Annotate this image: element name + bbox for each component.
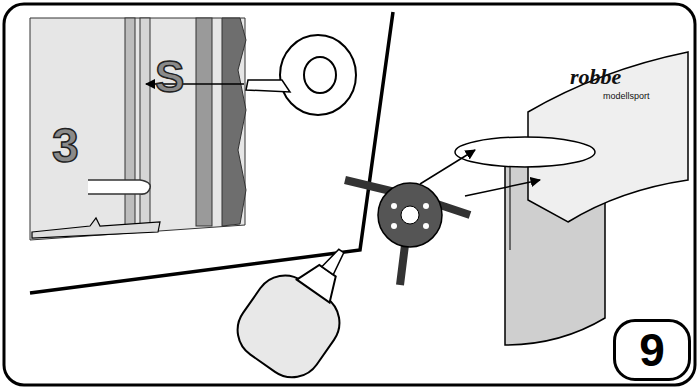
tool-hole bbox=[401, 206, 419, 224]
step-number: 9 bbox=[613, 319, 691, 381]
slot-tongue bbox=[88, 180, 150, 194]
tool-wheel bbox=[378, 183, 442, 247]
slot-line bbox=[510, 165, 511, 250]
step-number-text: 9 bbox=[639, 327, 665, 373]
wing-strip bbox=[125, 18, 135, 230]
tool-arms bbox=[345, 180, 470, 285]
tape-roll bbox=[280, 35, 356, 115]
arrow bbox=[465, 180, 540, 196]
stabilizer bbox=[455, 137, 595, 167]
wing-strip bbox=[196, 18, 212, 226]
part-number: 3 bbox=[52, 122, 79, 170]
arrow bbox=[420, 150, 475, 184]
logo-subtext: modellsport bbox=[603, 92, 650, 101]
wing-panel bbox=[30, 18, 245, 240]
fin bbox=[528, 52, 688, 222]
glue-bottle bbox=[226, 225, 378, 389]
inset-ground bbox=[30, 12, 392, 292]
wing-edge bbox=[222, 18, 246, 226]
tape-core bbox=[304, 57, 336, 93]
frame bbox=[4, 4, 695, 385]
logo-text: robbe bbox=[570, 66, 621, 88]
tape-strip bbox=[246, 80, 290, 92]
wing-strip bbox=[140, 18, 150, 228]
cross-section bbox=[32, 218, 160, 238]
inset-border bbox=[30, 12, 393, 293]
part-letter: S bbox=[155, 55, 184, 99]
